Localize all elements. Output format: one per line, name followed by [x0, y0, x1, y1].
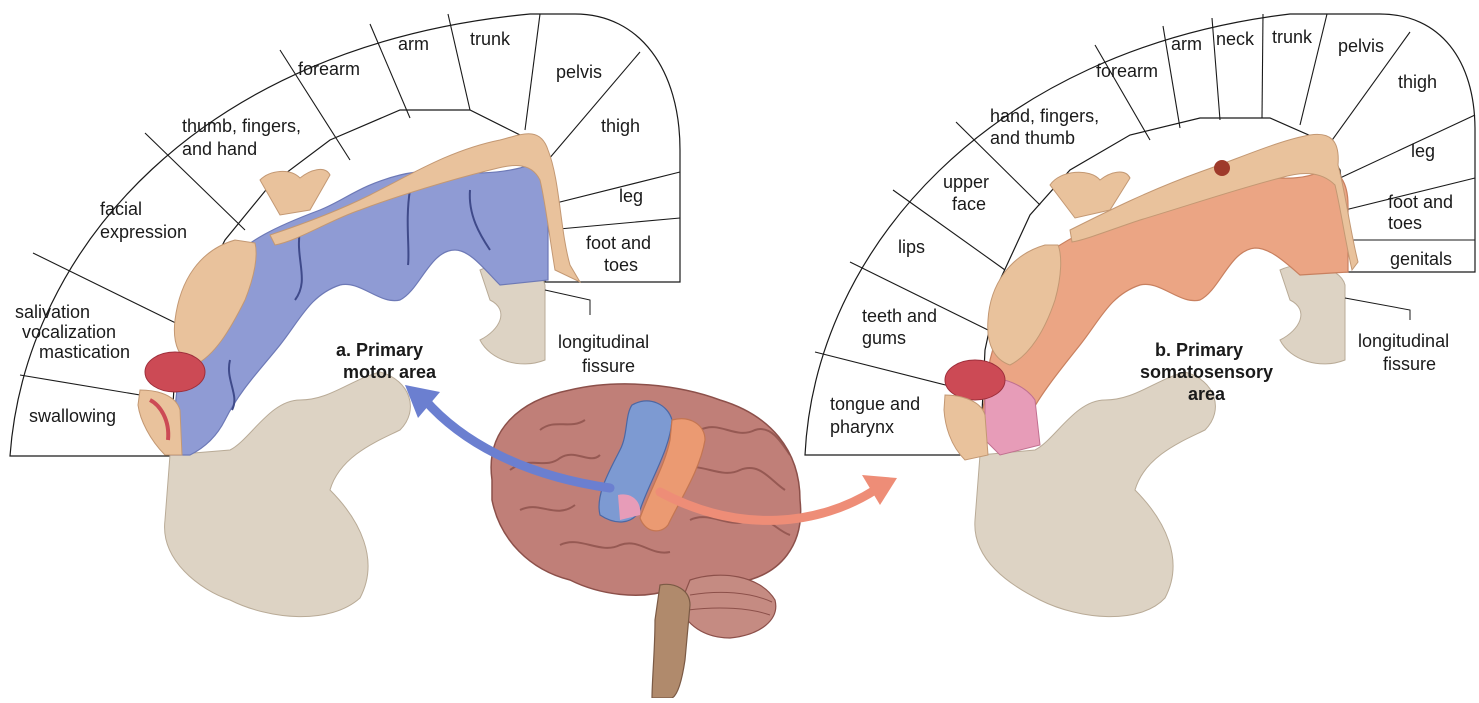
label-s-arm: arm [1171, 34, 1202, 54]
label-leg: leg [619, 186, 643, 206]
label-s-toes: toes [1388, 213, 1422, 233]
label-face: face [952, 194, 986, 214]
label-pelvis: pelvis [556, 62, 602, 82]
label-lips: lips [898, 237, 925, 257]
label-trunk: trunk [470, 29, 511, 49]
label-arm: arm [398, 34, 429, 54]
label-upper: upper [943, 172, 989, 192]
label-forearm: forearm [298, 59, 360, 79]
motor-fissure-line1: longitudinal [558, 332, 649, 352]
sensory-caption-line3: area [1188, 384, 1226, 404]
label-swallowing: swallowing [29, 406, 116, 426]
brain-cerebellum [680, 575, 776, 638]
brain-illustration [491, 384, 801, 698]
label-gums: gums [862, 328, 906, 348]
sensory-caption-line1: b. Primary [1155, 340, 1243, 360]
brain-stem [652, 584, 690, 698]
label-expression: expression [100, 222, 187, 242]
label-and-thumb: and thumb [990, 128, 1075, 148]
label-facial: facial [100, 199, 142, 219]
sensory-fissure-line2: fissure [1383, 354, 1436, 374]
sensory-fissure-line1: longitudinal [1358, 331, 1449, 351]
label-tongue-and: tongue and [830, 394, 920, 414]
sensory-caption-line2: somatosensory [1140, 362, 1273, 382]
label-teeth-and: teeth and [862, 306, 937, 326]
label-thigh: thigh [601, 116, 640, 136]
label-genitals: genitals [1390, 249, 1452, 269]
motor-caption-line1: a. Primary [336, 340, 423, 360]
label-s-forearm: forearm [1096, 61, 1158, 81]
motor-caption-line2: motor area [343, 362, 437, 382]
label-s-pelvis: pelvis [1338, 36, 1384, 56]
label-hand-fingers: hand, fingers, [990, 106, 1099, 126]
label-s-foot-and: foot and [1388, 192, 1453, 212]
label-toes: toes [604, 255, 638, 275]
motor-fissure-line2: fissure [582, 356, 635, 376]
label-thumb-fingers: thumb, fingers, [182, 116, 301, 136]
label-vocalization: vocalization [22, 322, 116, 342]
label-neck: neck [1216, 29, 1255, 49]
label-pharynx: pharynx [830, 417, 894, 437]
label-mastication: mastication [39, 342, 130, 362]
label-s-thigh: thigh [1398, 72, 1437, 92]
label-s-trunk: trunk [1272, 27, 1313, 47]
label-s-leg: leg [1411, 141, 1435, 161]
label-salivation: salivation [15, 302, 90, 322]
label-and-hand: and hand [182, 139, 257, 159]
label-foot-and: foot and [586, 233, 651, 253]
